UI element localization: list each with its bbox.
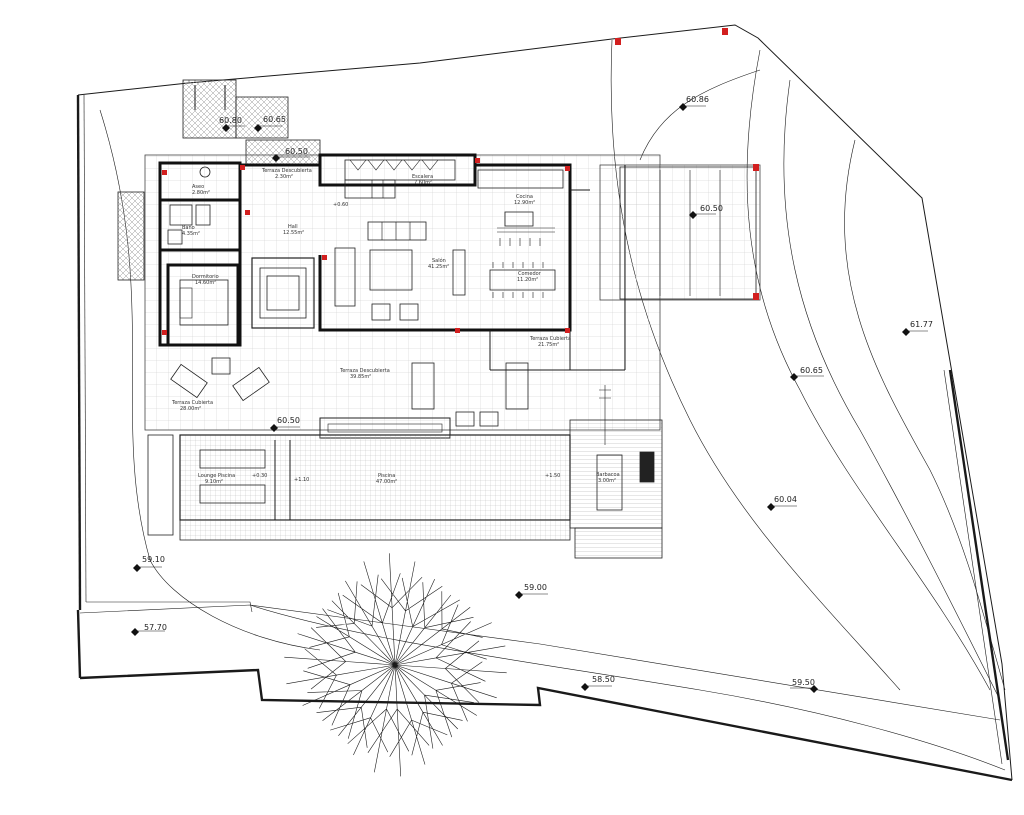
elevation-label: 57.70 <box>144 623 167 632</box>
elevation-marker-1: 60.80 <box>219 116 245 132</box>
elevation-label: 60.65 <box>263 115 286 124</box>
kitchen <box>477 169 564 246</box>
room-name: Dormitorio <box>192 274 219 280</box>
elevation-label: 59.10 <box>142 555 165 564</box>
room-name: Cocina <box>516 194 533 200</box>
room-name: Terraza Descubierta <box>261 168 312 174</box>
level-note: +1.10 <box>294 477 309 483</box>
room-name: Escalera <box>412 174 433 180</box>
room-area: 14.60m² <box>195 280 216 286</box>
room-name: Aseo <box>192 184 204 190</box>
room-name: Terraza Descubierta <box>339 368 390 374</box>
elevation-marker-8: 60.04 <box>767 495 797 511</box>
level-note: +0.60 <box>333 202 348 208</box>
dining-table <box>489 262 556 298</box>
bbq-deck <box>569 385 663 559</box>
room-area: 12.90m² <box>514 200 535 206</box>
room-area: 9.10m² <box>205 479 223 485</box>
elevation-label: 60.50 <box>277 416 300 425</box>
elevation-label: 59.50 <box>792 678 815 687</box>
elevation-marker-9: 60.50 <box>270 416 300 432</box>
room-area: 28.00m² <box>180 406 201 412</box>
room-area: 2.30m² <box>275 174 293 180</box>
pool <box>147 434 571 541</box>
bathroom-fixtures <box>167 166 211 245</box>
elevation-markers: 60.80 60.65 60.50 60.86 60.50 61.77 60.6… <box>131 95 933 693</box>
red-column-markers <box>162 28 759 335</box>
elevation-label: 60.50 <box>700 204 723 213</box>
room-area: 41.25m² <box>428 264 449 270</box>
covered-terrace-right <box>619 166 757 300</box>
elevation-label: 60.80 <box>219 116 242 125</box>
elevation-label: 59.00 <box>524 583 547 592</box>
room-area: 47.00m² <box>376 479 397 485</box>
elevation-label: 58.50 <box>592 675 615 684</box>
room-area: 2.80m² <box>192 190 210 196</box>
elevation-marker-4: 60.86 <box>679 95 709 111</box>
level-note: +1.50 <box>545 473 560 479</box>
elevation-marker-11: 59.00 <box>515 583 548 599</box>
elevation-marker-3: 60.50 <box>272 147 310 162</box>
living-sofas <box>334 221 466 321</box>
room-name: Terraza Cubierta <box>529 336 571 342</box>
elevation-marker-2: 60.65 <box>254 115 286 132</box>
elevation-label: 60.65 <box>800 366 823 375</box>
room-area: 3.00m² <box>598 478 616 484</box>
room-area: 12.55m² <box>283 230 304 236</box>
elevation-marker-14: 59.50 <box>790 678 818 693</box>
room-area: 7.60m² <box>414 180 432 186</box>
elevation-label: 60.50 <box>285 147 308 156</box>
room-area: 4.35m² <box>182 231 200 237</box>
room-name: Lounge Piscina <box>198 473 235 479</box>
tree <box>284 553 507 777</box>
atrium <box>251 257 315 329</box>
level-note: +0.30 <box>252 473 267 479</box>
room-name: Comedor <box>518 271 542 277</box>
elevation-marker-7: 60.65 <box>790 366 824 381</box>
room-labels: Terraza Descubierta 2.30m² Aseo 2.80m² B… <box>171 168 620 485</box>
elevation-marker-12: 57.70 <box>131 623 167 636</box>
elevation-marker-5: 60.50 <box>689 204 723 219</box>
room-name: Terraza Cubierta <box>171 400 213 406</box>
terrace-furniture <box>170 357 529 439</box>
room-name: Piscina <box>378 473 395 479</box>
room-area: 39.85m² <box>350 374 371 380</box>
site-boundary <box>76 24 1013 782</box>
left-planter <box>117 191 145 281</box>
bedroom-bed <box>179 279 229 326</box>
room-area: 21.75m² <box>538 342 559 348</box>
room-area: 11.20m² <box>517 277 538 283</box>
elevation-marker-6: 61.77 <box>902 320 933 336</box>
elevation-label: 61.77 <box>910 320 933 329</box>
elevation-marker-13: 58.50 <box>581 675 615 691</box>
room-name: Baño <box>182 225 195 231</box>
elevation-label: 60.04 <box>774 495 797 504</box>
room-name: Hall <box>288 224 298 230</box>
main-stair <box>344 159 456 199</box>
room-name: Barbacoa <box>596 472 620 478</box>
room-name: Salón <box>432 257 446 264</box>
elevation-marker-10: 59.10 <box>133 555 165 572</box>
elevation-label: 60.86 <box>686 95 709 104</box>
